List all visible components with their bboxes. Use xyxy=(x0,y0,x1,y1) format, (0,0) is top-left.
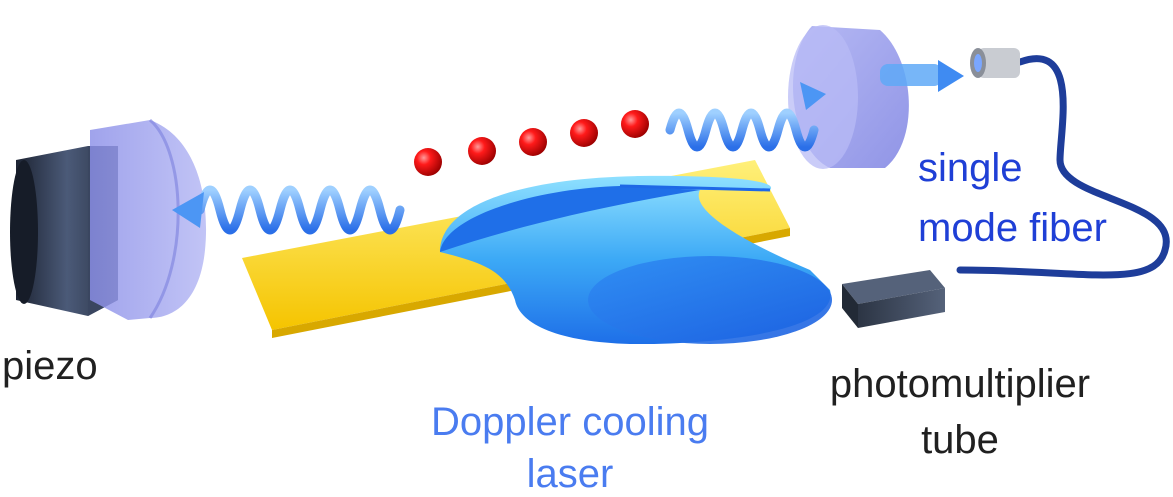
ion-1 xyxy=(414,148,442,176)
right-cavity-mirror-icon xyxy=(788,25,909,169)
ion-3 xyxy=(519,128,547,156)
photon-wave-right-icon xyxy=(665,82,826,152)
fiber-label-line1: single xyxy=(918,146,1023,190)
photon-beam-to-fiber-icon xyxy=(880,60,964,92)
ion-5 xyxy=(621,110,649,138)
photomultiplier-tube-icon xyxy=(842,270,945,328)
photon-wave-left-icon xyxy=(172,185,405,235)
ion-chain xyxy=(414,110,649,176)
fiber-label-line2: mode fiber xyxy=(918,206,1107,250)
piezo-label: piezo xyxy=(2,344,98,388)
doppler-cooling-laser-beam-icon xyxy=(440,175,832,345)
ion-2 xyxy=(468,137,496,165)
single-mode-fiber-icon xyxy=(956,48,1170,279)
pmt-label-line2: tube xyxy=(921,418,999,462)
laser-label-line1: Doppler cooling xyxy=(431,400,709,444)
ion-4 xyxy=(570,119,598,147)
laser-label-line2: laser xyxy=(526,452,614,496)
pmt-label-line1: photomultiplier xyxy=(829,362,1091,406)
fiber-connector-icon xyxy=(970,48,1020,78)
